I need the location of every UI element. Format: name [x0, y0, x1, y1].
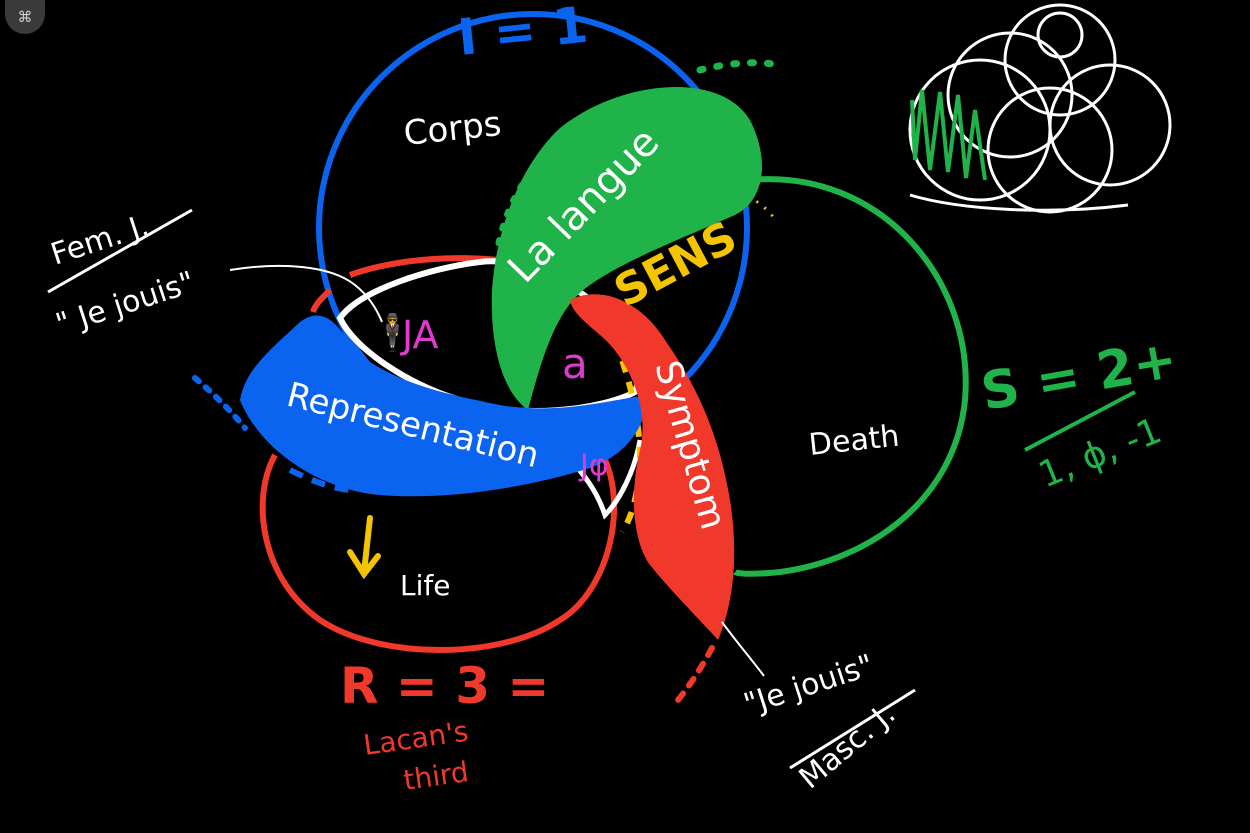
fem-j-divider: [47, 208, 193, 294]
command-menu-button[interactable]: ⌘: [5, 0, 45, 34]
region-death-label: Death: [807, 419, 901, 463]
representation-band-dash: [288, 467, 351, 493]
region-corps-label: Corps: [402, 104, 503, 154]
region-a-label: a: [562, 339, 588, 388]
masc-j-quote: "Je jouis": [740, 648, 878, 723]
representation-band: [240, 315, 648, 497]
region-ja-label: JA: [400, 313, 439, 357]
symbolic-label-underline: [1024, 390, 1136, 452]
real-ring-label: R = 3 =: [340, 657, 549, 715]
masc-pointer-line: [721, 621, 765, 677]
symbolic-ring-dots: [696, 59, 784, 74]
region-life-label: Life: [400, 569, 450, 602]
center-figure-lower: [568, 439, 643, 520]
down-arrow-icon: [347, 515, 381, 580]
symbolic-ring: [733, 176, 969, 577]
real-ring-caption-2: third: [401, 755, 470, 797]
la-langue-band: [491, 86, 762, 411]
region-jphi-label: Jφ: [578, 448, 609, 483]
symptom-band: [570, 294, 735, 640]
symbolic-ring-label: S = 2+: [977, 330, 1181, 423]
real-ring-left: [310, 287, 333, 313]
ja-figure-icon: 🕴: [370, 312, 415, 354]
real-ring-caption-1: Lacan's: [361, 715, 470, 762]
imaginary-ring-label: I = 1: [455, 0, 590, 67]
symbolic-ring-values: 1, ϕ, -1: [1033, 410, 1167, 496]
mini-knot-green-scribble: [910, 89, 987, 181]
fem-pointer-line: [229, 264, 383, 323]
mini-knot-doodle: [908, 3, 1172, 214]
representation-band-dots: [192, 375, 248, 431]
symptom-band-tail: [675, 645, 715, 703]
masc-j-divider: [789, 688, 916, 770]
masc-j-title: Masc. J.: [793, 696, 903, 796]
command-icon: ⌘: [17, 8, 33, 26]
